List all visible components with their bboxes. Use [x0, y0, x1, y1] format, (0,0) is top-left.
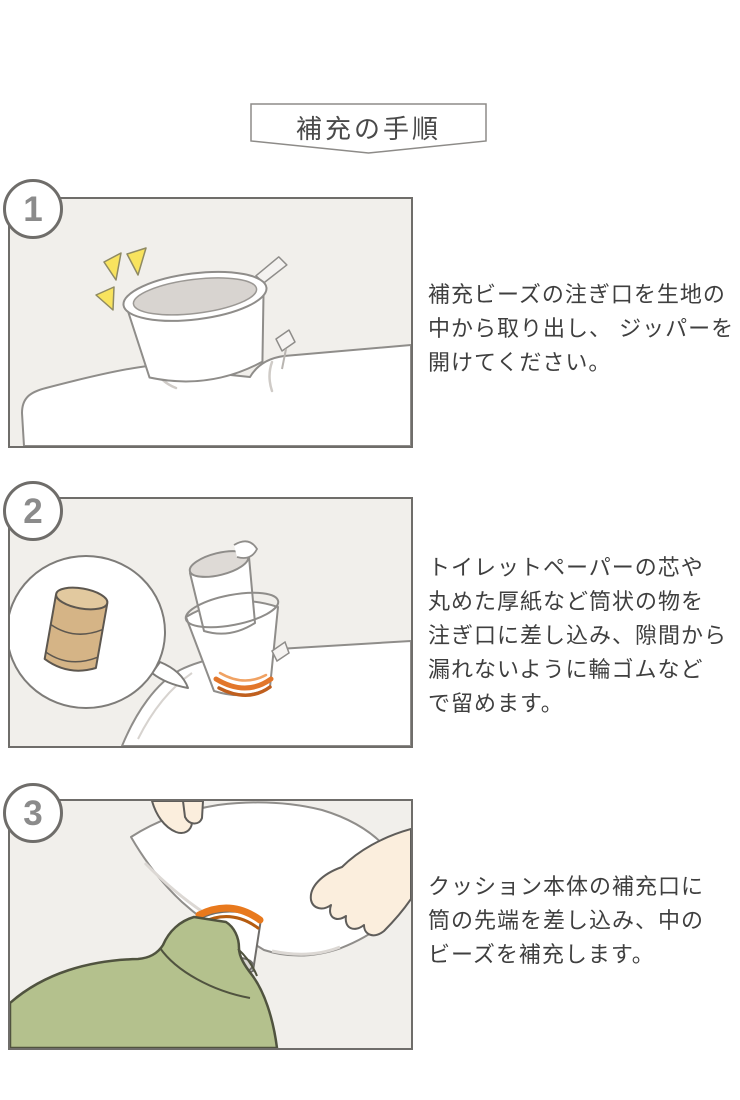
step2-illustration-panel — [8, 497, 413, 748]
sparkle-icon — [95, 247, 147, 311]
step3-illustration-panel — [8, 799, 413, 1050]
banner-shape — [250, 103, 487, 154]
step2-number: 2 — [23, 491, 43, 531]
fabric-crease — [137, 672, 193, 740]
step1-illustration-panel — [8, 197, 413, 448]
title-banner: 補充の手順 — [250, 103, 487, 157]
step2-illustration — [10, 540, 411, 746]
zipper-pull-icon — [275, 329, 296, 370]
step2-caption: トイレットペーパーの芯や 丸めた厚紙など筒状の物を 注ぎ口に差し込み、隙間から … — [428, 555, 728, 716]
hand-left — [151, 801, 204, 834]
step3-number: 3 — [23, 793, 43, 833]
toilet-paper-roll — [43, 586, 109, 672]
spout-opening — [184, 591, 280, 629]
hand-right — [309, 828, 411, 937]
speech-bubble — [10, 555, 189, 709]
step3-illustration — [10, 801, 411, 1048]
paper-curl — [233, 540, 259, 559]
step3-caption: クッション本体の補充口に 筒の先端を差し込み、中の ビーズを補充します。 — [428, 874, 705, 967]
step1-number-badge: 1 — [3, 179, 63, 239]
zipper-pull-icon — [271, 640, 290, 663]
refill-spout — [122, 256, 288, 383]
step3-number-badge: 3 — [3, 783, 63, 843]
page-title: 補充の手順 — [295, 114, 441, 144]
paper-tube — [188, 540, 259, 635]
fabric-crease — [268, 360, 274, 393]
step1-caption: 補充ビーズの注ぎ口を生地の 中から取り出し、 ジッパーを 開けてください。 — [428, 282, 735, 375]
step1-number: 1 — [23, 189, 43, 229]
step2-number-badge: 2 — [3, 481, 63, 541]
rubber-band — [213, 671, 274, 697]
green-cushion — [10, 915, 279, 1048]
step1-illustration — [21, 247, 411, 446]
